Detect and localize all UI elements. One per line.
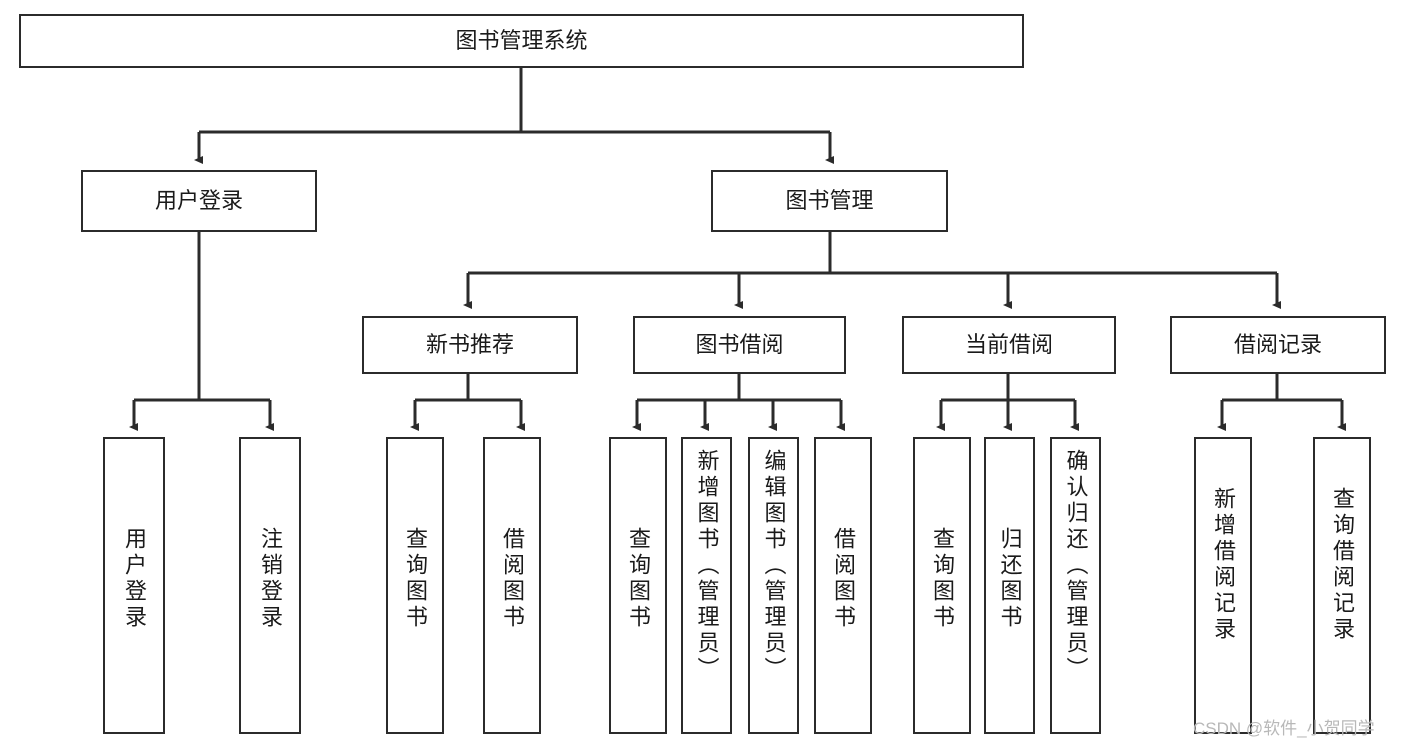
node-label: 借阅图书: [831, 527, 856, 631]
node-leaf-user-login[interactable]: 用户登录: [103, 437, 165, 734]
node-label: 新增借阅记录: [1211, 487, 1236, 643]
node-borrow-records[interactable]: 借阅记录: [1170, 316, 1386, 374]
node-label: 归还图书: [997, 527, 1023, 631]
node-label: 查询图书: [403, 527, 428, 631]
node-leaf-query-book-recommend[interactable]: 查询图书: [386, 437, 444, 734]
node-leaf-query-book-current[interactable]: 查询图书: [913, 437, 971, 734]
node-label: 确认归还（管理员）: [1063, 449, 1089, 683]
node-new-book-recommend[interactable]: 新书推荐: [362, 316, 578, 374]
node-label: 编辑图书（管理员）: [761, 449, 787, 683]
node-label: 新增图书（管理员）: [694, 449, 720, 683]
node-label: 查询图书: [930, 527, 955, 631]
node-leaf-edit-book-admin[interactable]: 编辑图书（管理员）: [748, 437, 799, 734]
node-current-borrow[interactable]: 当前借阅: [902, 316, 1116, 374]
node-root-book-management-system[interactable]: 图书管理系统: [19, 14, 1024, 68]
node-leaf-return-book[interactable]: 归还图书: [984, 437, 1035, 734]
node-leaf-logout[interactable]: 注销登录: [239, 437, 301, 734]
node-book-management[interactable]: 图书管理: [711, 170, 948, 232]
node-user-login[interactable]: 用户登录: [81, 170, 317, 232]
node-label: 图书管理: [785, 188, 874, 214]
node-label: 用户登录: [122, 527, 147, 631]
node-label: 当前借阅: [964, 332, 1053, 358]
node-label: 图书管理系统: [455, 28, 588, 54]
csdn-watermark: CSDN @软件_小贺同学: [1193, 719, 1375, 738]
node-label: 查询图书: [626, 527, 651, 631]
node-label: 借阅记录: [1233, 332, 1322, 358]
node-leaf-query-borrow-record[interactable]: 查询借阅记录: [1313, 437, 1371, 734]
node-leaf-query-book-borrow[interactable]: 查询图书: [609, 437, 667, 734]
node-leaf-add-book-admin[interactable]: 新增图书（管理员）: [681, 437, 732, 734]
node-label: 用户登录: [154, 188, 243, 214]
node-leaf-confirm-return-admin[interactable]: 确认归还（管理员）: [1050, 437, 1101, 734]
node-label: 借阅图书: [500, 527, 525, 631]
node-label: 注销登录: [258, 527, 283, 631]
node-leaf-add-borrow-record[interactable]: 新增借阅记录: [1194, 437, 1252, 734]
node-leaf-borrow-book[interactable]: 借阅图书: [814, 437, 872, 734]
node-book-borrow[interactable]: 图书借阅: [633, 316, 846, 374]
node-leaf-borrow-book-recommend[interactable]: 借阅图书: [483, 437, 541, 734]
node-label: 新书推荐: [425, 332, 514, 358]
node-label: 图书借阅: [695, 332, 784, 358]
node-label: 查询借阅记录: [1330, 487, 1355, 643]
